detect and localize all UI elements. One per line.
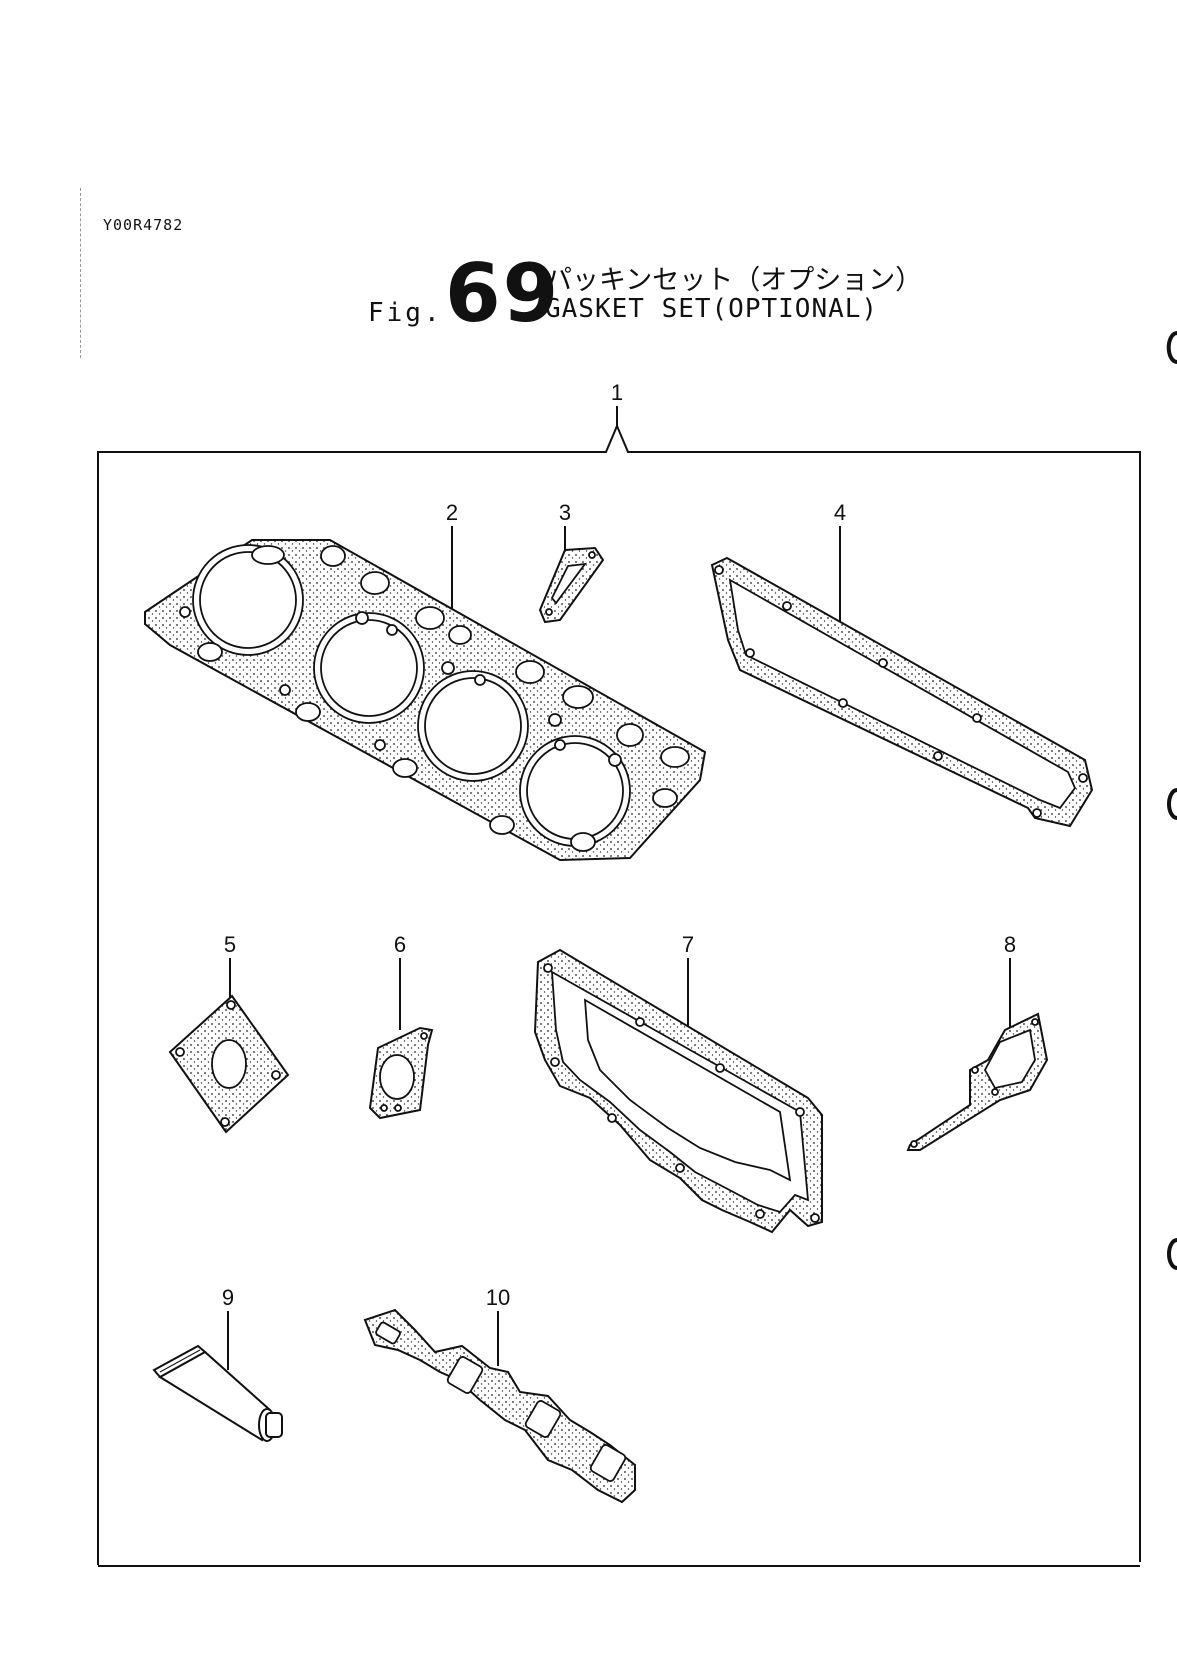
- callout-6: 6: [394, 932, 406, 957]
- callout-2: 2: [446, 500, 458, 525]
- cylinder-head-gasket: [145, 540, 705, 860]
- rocker-cover-gasket: [712, 558, 1092, 826]
- callout-9: 9: [222, 1285, 234, 1310]
- callout-10: 10: [486, 1285, 510, 1310]
- small-flange-gasket: [540, 548, 603, 622]
- bracket-gasket: [908, 1014, 1047, 1150]
- exhaust-manifold-gasket: [365, 1310, 635, 1502]
- callout-8: 8: [1004, 932, 1016, 957]
- callout-7: 7: [682, 932, 694, 957]
- square-flange-gasket: [170, 996, 288, 1132]
- oil-pan-gasket: [535, 950, 822, 1232]
- port-gasket: [370, 1028, 432, 1118]
- callout-1: 1: [611, 380, 623, 405]
- callout-5: 5: [224, 932, 236, 957]
- binding-marks: [1169, 333, 1177, 1268]
- callout-4: 4: [834, 500, 846, 525]
- callout-3: 3: [559, 500, 571, 525]
- sealant-tube: [154, 1346, 282, 1441]
